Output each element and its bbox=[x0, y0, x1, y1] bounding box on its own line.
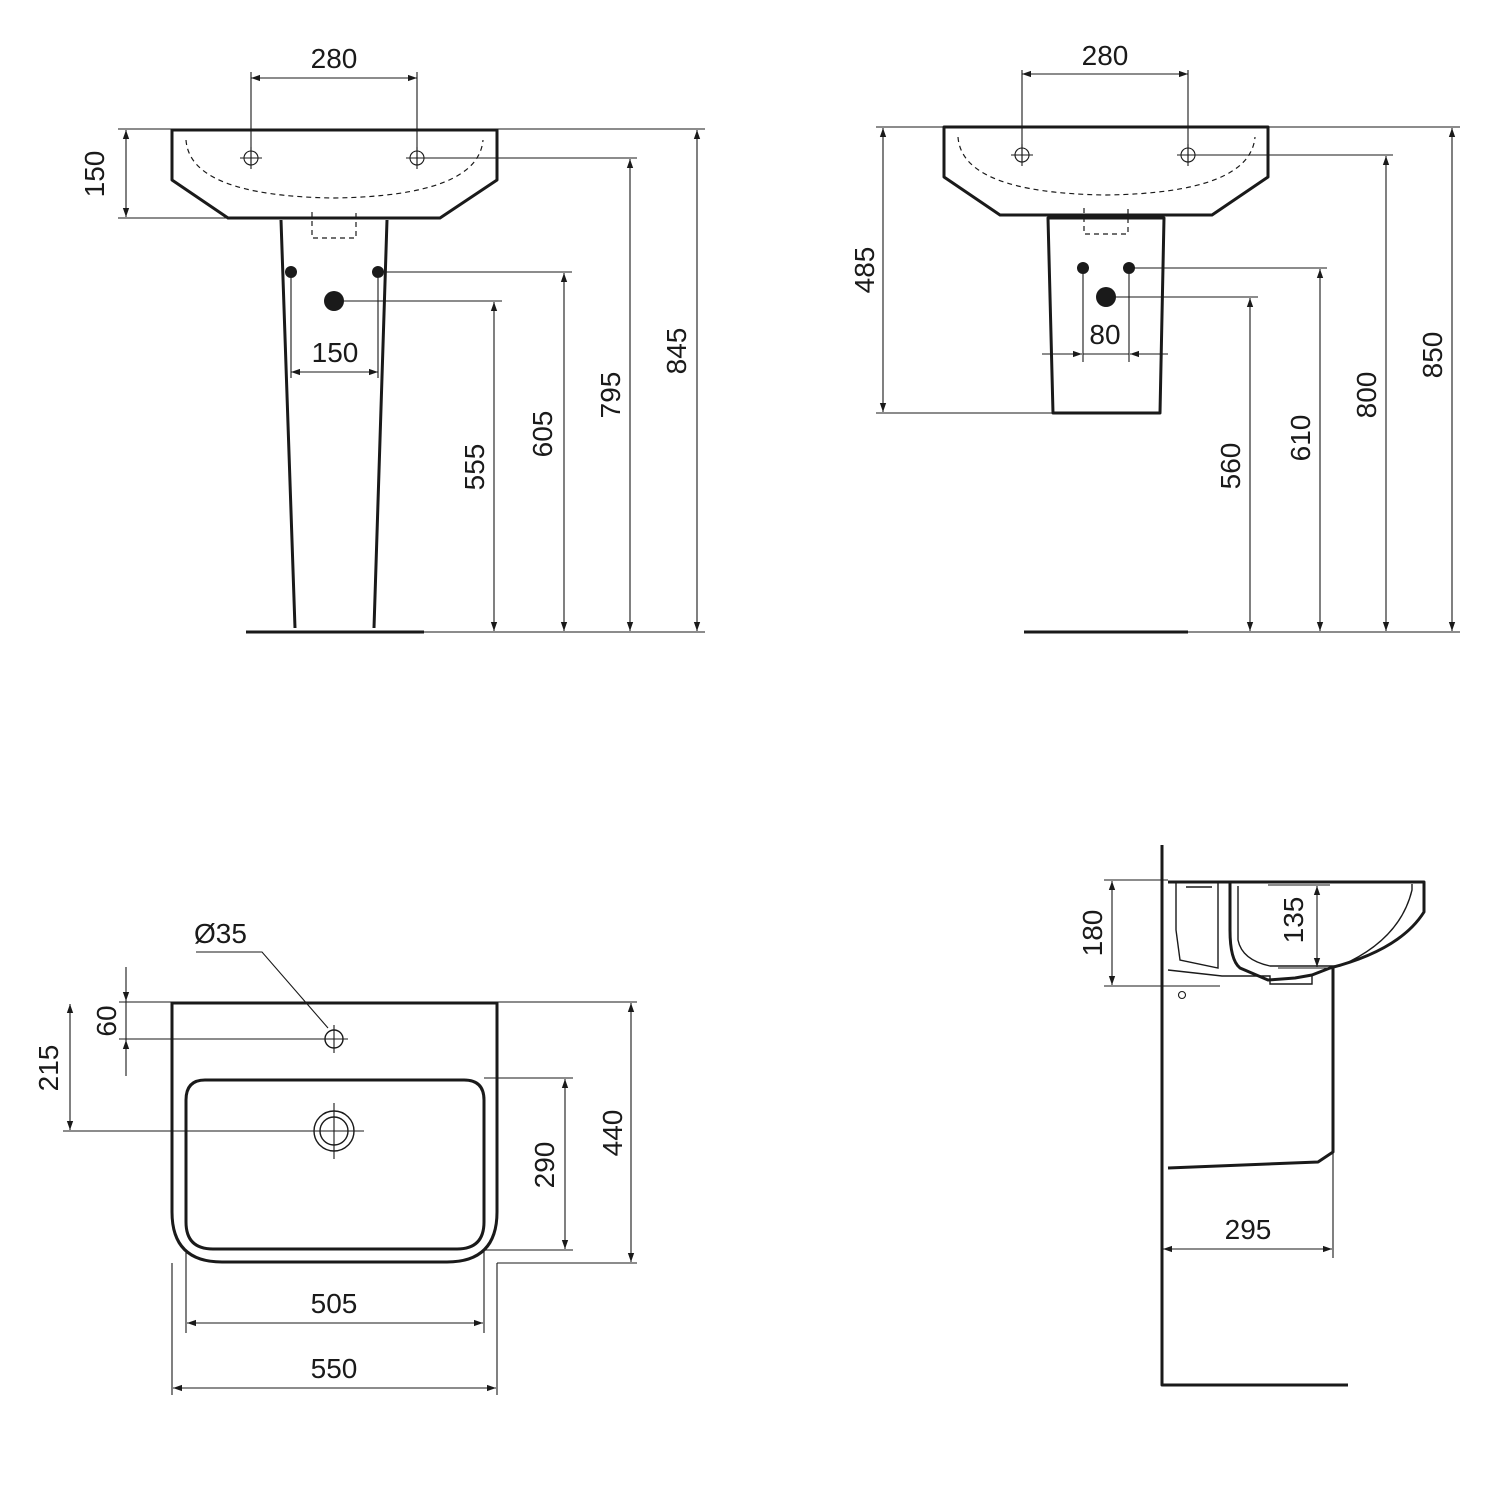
basin-outline bbox=[170, 128, 499, 220]
dimension-lines bbox=[1108, 881, 1332, 1253]
dim-rim-height: 150 bbox=[79, 151, 110, 198]
dim-pedestal-drop: 485 bbox=[849, 247, 880, 294]
basin-outline bbox=[942, 125, 1270, 217]
dim-supply-height: 605 bbox=[527, 411, 558, 458]
diameter-leader bbox=[196, 951, 329, 1029]
dim-bowl-depth: 135 bbox=[1278, 897, 1309, 944]
semi-pedestal-front-view: 280 485 80 560 610 800 850 bbox=[849, 40, 1460, 634]
overflow-section bbox=[1175, 882, 1219, 969]
pedestal-front-view: 280 150 150 555 605 795 845 bbox=[79, 43, 705, 634]
supply-point-left bbox=[285, 266, 297, 278]
fixing-point-icon bbox=[1177, 990, 1187, 1000]
waste-fitting bbox=[1167, 969, 1313, 985]
extension-lines bbox=[1104, 879, 1334, 1258]
side-view: 180 135 295 bbox=[1077, 845, 1426, 1387]
overflow-hidden-outline bbox=[311, 212, 357, 239]
dim-tap-hole-offset: 60 bbox=[91, 1005, 122, 1036]
dim-waste-height: 555 bbox=[459, 444, 490, 491]
semi-pedestal-shroud bbox=[1046, 216, 1166, 415]
bowl-hidden-outline bbox=[957, 136, 1256, 196]
dim-waste-offset: 215 bbox=[33, 1045, 64, 1092]
dim-overall-width: 550 bbox=[311, 1353, 358, 1384]
bowl-outline-plan bbox=[184, 1078, 486, 1251]
waste-outlet-icon bbox=[306, 1103, 364, 1159]
wall-and-floor bbox=[1160, 845, 1348, 1387]
extension-lines bbox=[118, 72, 705, 633]
semi-pedestal-side bbox=[1167, 968, 1335, 1170]
dimension-lines bbox=[66, 967, 635, 1392]
dim-tap-height: 800 bbox=[1351, 372, 1382, 419]
dimension-lines bbox=[879, 70, 1456, 631]
dimension-lines bbox=[122, 74, 701, 631]
dim-tap-height: 795 bbox=[595, 372, 626, 419]
dim-bowl-width: 505 bbox=[311, 1288, 358, 1319]
dim-tap-hole-diameter: Ø35 bbox=[194, 918, 247, 949]
dim-projection: 295 bbox=[1225, 1214, 1272, 1245]
dim-bowl-depth: 290 bbox=[529, 1142, 560, 1189]
dim-basin-height: 180 bbox=[1077, 910, 1108, 957]
basin-outline-plan bbox=[170, 1001, 499, 1264]
dim-waste-height: 560 bbox=[1215, 443, 1246, 490]
dim-rim-top-height: 845 bbox=[661, 328, 692, 375]
plan-view: Ø35 60 215 290 440 505 550 bbox=[33, 918, 637, 1395]
dim-overall-depth: 440 bbox=[597, 1110, 628, 1157]
pedestal-column bbox=[279, 219, 389, 629]
dim-supply-spacing: 150 bbox=[312, 337, 359, 368]
dim-rim-top-height: 850 bbox=[1417, 332, 1448, 379]
tap-hole-icon bbox=[320, 1025, 348, 1053]
supply-point-left bbox=[1077, 262, 1089, 274]
bowl-hidden-outline bbox=[185, 139, 484, 199]
bowl-inner-profile bbox=[1237, 884, 1413, 967]
extension-lines bbox=[63, 1001, 637, 1395]
dim-tap-spacing: 280 bbox=[311, 43, 358, 74]
dim-tap-spacing: 280 bbox=[1082, 40, 1129, 71]
extension-lines bbox=[876, 70, 1460, 633]
overflow-hidden-outline bbox=[1083, 208, 1129, 235]
dim-supply-spacing: 80 bbox=[1089, 319, 1120, 350]
dim-supply-height: 610 bbox=[1285, 415, 1316, 462]
